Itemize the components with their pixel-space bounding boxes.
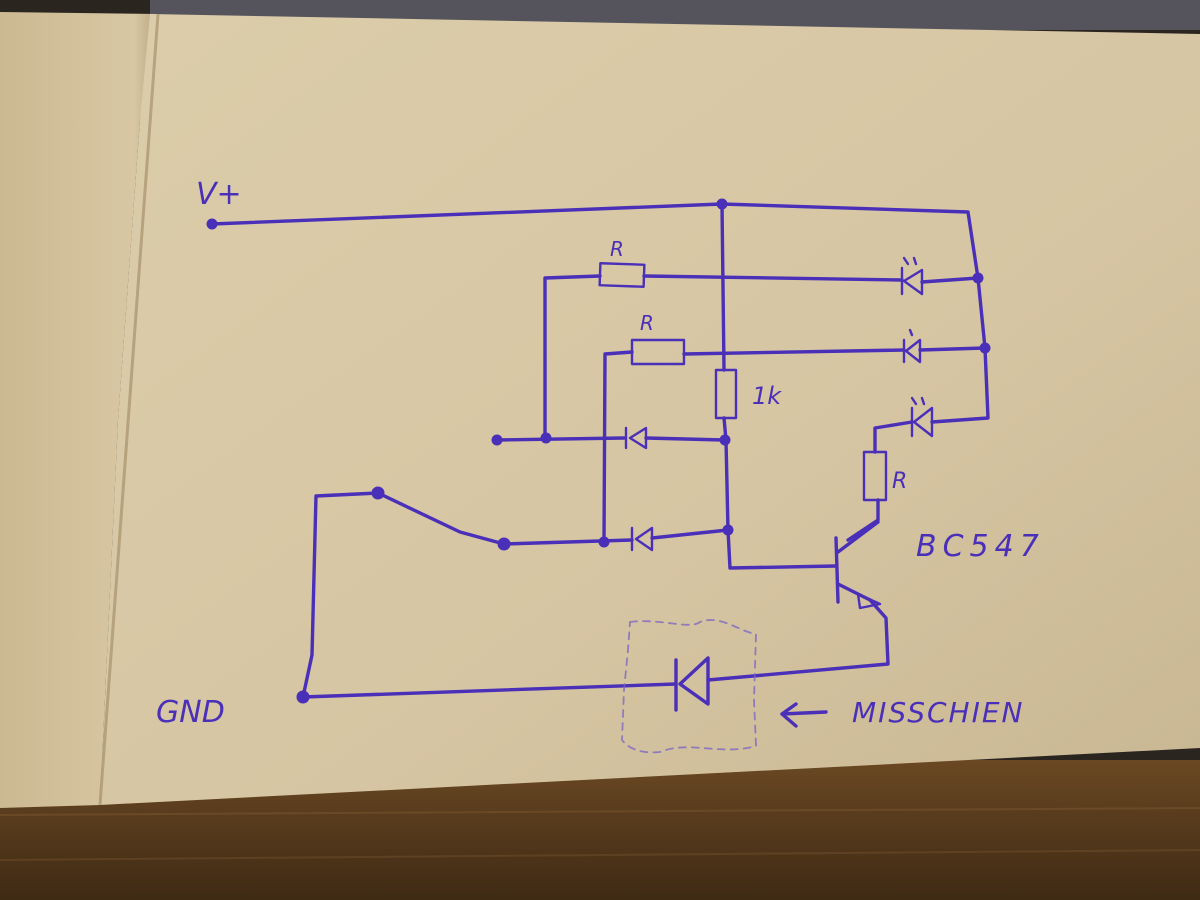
junction-dot xyxy=(491,434,503,446)
circuit-wires xyxy=(210,202,990,699)
resistor-1k xyxy=(714,368,738,420)
junction-dot xyxy=(716,198,728,210)
label-transistor: BC547 xyxy=(916,529,1045,564)
junction-dots xyxy=(206,198,991,704)
junction-dot xyxy=(722,524,734,536)
led-middle xyxy=(902,328,922,364)
desk-grain xyxy=(0,849,1200,861)
label-sensor-note: MISSCHIEN xyxy=(852,696,1024,729)
junction-dot xyxy=(979,342,991,354)
junction-dot xyxy=(296,690,310,704)
label-resistor-collector: R xyxy=(892,469,907,494)
desk-grain xyxy=(0,807,1200,816)
label-supply: V+ xyxy=(196,177,242,212)
junction-dot xyxy=(497,537,511,551)
junction-dot xyxy=(206,218,218,230)
junction-dot xyxy=(540,432,552,444)
diode-lower xyxy=(630,526,654,552)
label-resistor-top: R xyxy=(610,237,624,261)
sensor-outline xyxy=(621,619,757,754)
transistor-bc547 xyxy=(834,520,882,610)
label-resistor-middle: R xyxy=(640,311,654,335)
left-page xyxy=(0,12,158,808)
page-fold xyxy=(98,13,160,806)
led-top xyxy=(900,256,924,296)
label-resistor-1k: 1k xyxy=(752,382,782,410)
junction-dot xyxy=(719,434,731,446)
led-lower xyxy=(910,396,934,438)
junction-dot xyxy=(371,486,385,500)
junction-dot xyxy=(598,536,610,548)
diode-upper xyxy=(624,426,648,450)
label-ground: GND xyxy=(156,695,225,730)
resistor-collector xyxy=(862,450,888,502)
junction-dot xyxy=(972,272,984,284)
pointer-arrow xyxy=(780,702,828,728)
resistor-top xyxy=(598,262,646,288)
resistor-middle xyxy=(630,338,686,366)
sensor-diode xyxy=(674,656,710,712)
